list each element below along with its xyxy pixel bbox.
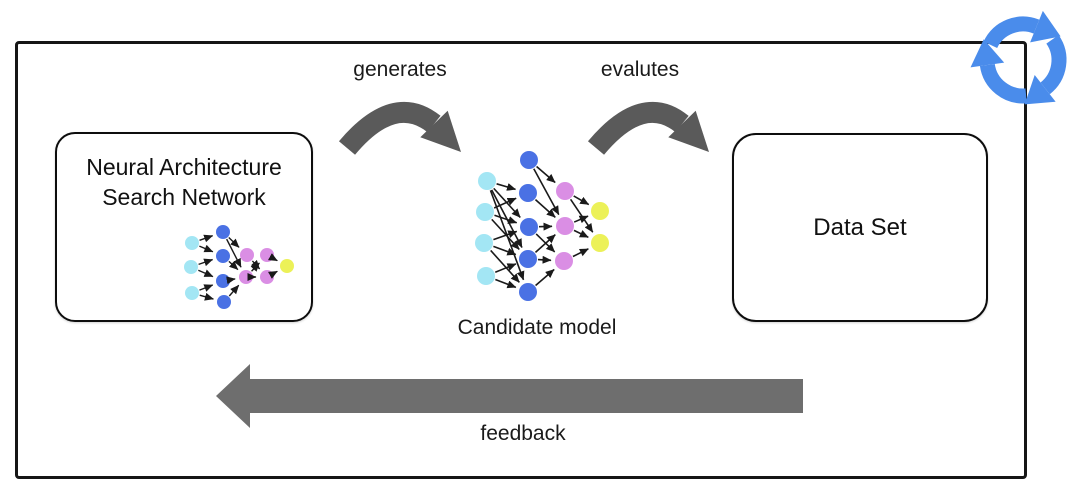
candidate-model-label: Candidate model xyxy=(457,316,617,339)
nas-box-title: Neural Architecture Search Network xyxy=(57,152,311,213)
nas-network-box: Neural Architecture Search Network xyxy=(55,132,313,322)
dataset-box-title: Data Set xyxy=(813,213,907,241)
evalutes-label: evalutes xyxy=(600,58,680,81)
generates-label: generates xyxy=(353,58,447,81)
recycle-arrowhead xyxy=(1030,10,1061,43)
nas-title-line2: Search Network xyxy=(102,184,266,211)
recycle-arrowhead xyxy=(1024,74,1056,105)
nas-title-line1: Neural Architecture xyxy=(86,154,282,180)
recycle-arc xyxy=(1040,35,1067,95)
feedback-label: feedback xyxy=(480,422,566,445)
dataset-box: Data Set xyxy=(732,133,988,322)
